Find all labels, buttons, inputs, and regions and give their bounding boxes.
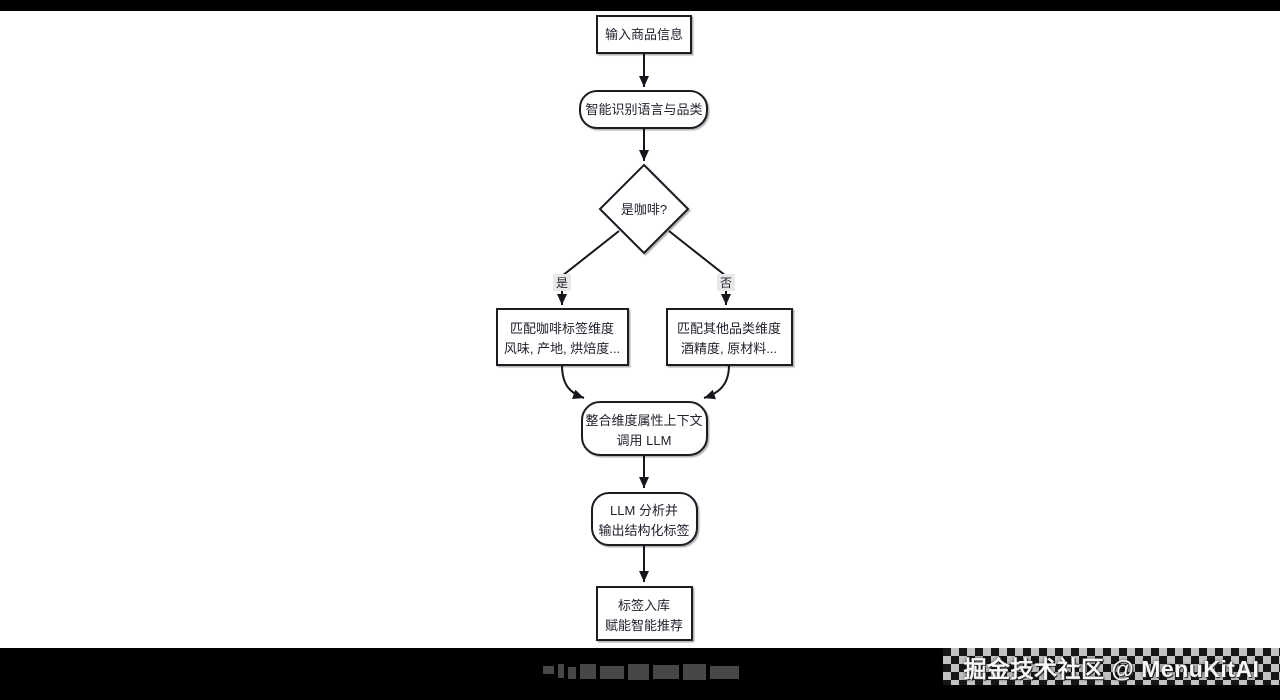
edge-decision-no <box>668 230 731 305</box>
flowchart-svg: 是 否 输入商品信息 智能识别语言与品类 是咖啡? 匹配咖啡标签维度 <box>496 15 793 641</box>
flow-node-llm-line2: 输出结构化标签 <box>598 523 689 538</box>
flow-node-input-label: 输入商品信息 <box>605 27 683 42</box>
flow-node-store-line2: 赋能智能推荐 <box>605 618 683 633</box>
flow-node-input: 输入商品信息 <box>596 15 692 54</box>
cropped-caption-remnant <box>543 664 739 683</box>
flow-node-other-dims: 匹配其他品类维度 酒精度, 原材料... <box>666 308 793 366</box>
flow-node-other-dims-line2: 酒精度, 原材料... <box>681 341 777 356</box>
flow-node-store-line1: 标签入库 <box>618 598 670 613</box>
edge-label-yes-text: 是 <box>556 276 568 290</box>
flow-node-is-coffee-label: 是咖啡? <box>621 202 667 217</box>
edge-label-no-text: 否 <box>720 276 732 290</box>
edge-label-yes: 是 <box>553 274 571 291</box>
flow-node-coffee-dims: 匹配咖啡标签维度 风味, 产地, 烘焙度... <box>496 308 629 366</box>
flow-node-is-coffee: 是咖啡? <box>598 163 690 255</box>
edge-label-no: 否 <box>717 274 735 291</box>
flow-node-llm-line1: LLM 分析并 <box>610 503 678 518</box>
flow-node-store: 标签入库 赋能智能推荐 <box>596 586 693 641</box>
diagram-canvas: 是 否 输入商品信息 智能识别语言与品类 是咖啡? 匹配咖啡标签维度 <box>0 11 1280 648</box>
watermark-text: 掘金技术社区 @ MenuKitAI <box>963 655 1260 682</box>
watermark-badge: 掘金技术社区 @ MenuKitAI <box>943 648 1280 685</box>
flow-node-context: 整合维度属性上下文 调用 LLM <box>581 401 708 456</box>
flow-node-detect: 智能识别语言与品类 <box>579 90 708 129</box>
flow-node-detect-label: 智能识别语言与品类 <box>585 102 702 117</box>
flow-node-coffee-dims-line2: 风味, 产地, 烘焙度... <box>504 341 620 356</box>
flow-node-context-line2: 调用 LLM <box>617 433 672 448</box>
edge-decision-yes <box>557 230 620 305</box>
edge-coffee-context <box>561 364 585 400</box>
flow-node-other-dims-line1: 匹配其他品类维度 <box>677 321 781 336</box>
flow-node-llm: LLM 分析并 输出结构化标签 <box>591 492 698 546</box>
flow-node-coffee-dims-line1: 匹配咖啡标签维度 <box>510 321 614 336</box>
flow-node-context-line1: 整合维度属性上下文 <box>585 413 702 428</box>
edge-other-context <box>703 364 730 400</box>
